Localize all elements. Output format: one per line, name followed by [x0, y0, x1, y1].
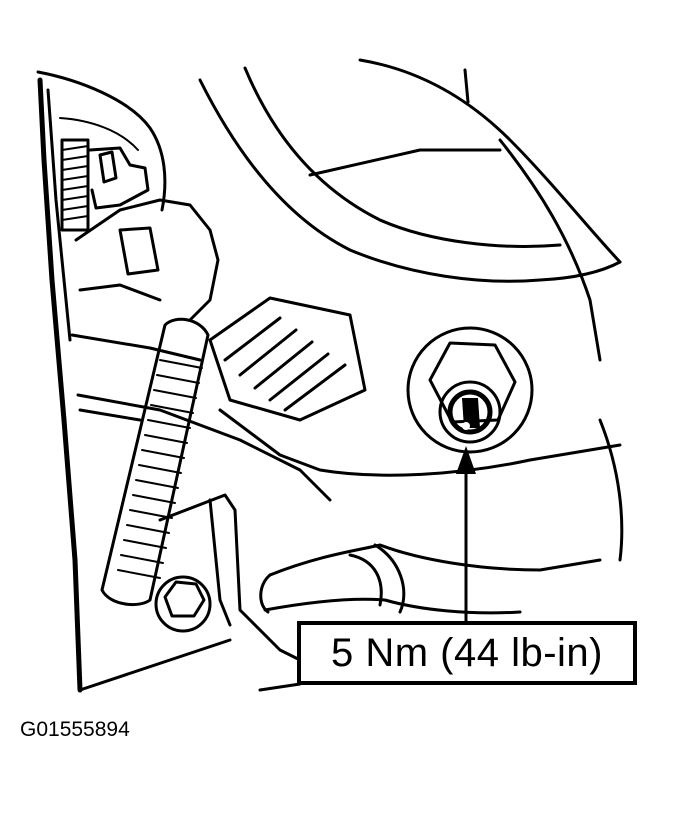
spring-coil — [60, 138, 90, 232]
pipe-end — [259, 573, 272, 614]
casting-outline-inner — [243, 66, 562, 248]
bracket-slot — [118, 226, 160, 276]
bracket-lower — [78, 283, 162, 302]
casting-rib — [308, 148, 502, 177]
flange-nut — [406, 326, 534, 454]
lower-bracket-edge — [208, 498, 232, 627]
lower-body-line-2 — [258, 682, 302, 692]
bracket-body — [74, 198, 220, 322]
threaded-stud — [100, 317, 210, 607]
frame-upper — [70, 333, 202, 362]
lower-right-curve — [598, 418, 624, 562]
small-bolt — [154, 575, 212, 633]
clip-bracket — [88, 146, 150, 210]
leader-arrow-icon — [456, 446, 476, 627]
casting-tick — [463, 68, 470, 104]
lower-bracket — [158, 493, 302, 662]
lower-body-line — [78, 638, 232, 692]
frame-lower2 — [78, 408, 142, 422]
frame-diagonal — [218, 408, 622, 477]
figure-id: G01555894 — [20, 718, 130, 741]
housing-left-edge — [37, 77, 83, 693]
pipe-upper — [268, 543, 602, 577]
frame-lower — [76, 393, 332, 502]
torque-spec-label: 5 Nm (44 lb-in) — [330, 630, 603, 675]
top-cover-arc — [36, 70, 167, 212]
clip-tab — [98, 150, 118, 184]
torque-callout-box: 5 Nm (44 lb-in) — [297, 621, 637, 685]
housing-left-inner — [46, 88, 72, 342]
top-cover-inner — [59, 117, 139, 151]
casting-ridge — [498, 138, 602, 362]
casting-outline-outer — [198, 78, 622, 283]
ribbed-block — [208, 296, 367, 422]
pipe-collar — [348, 543, 406, 614]
pipe-lower — [263, 597, 522, 615]
casting-top-edge — [358, 58, 622, 264]
